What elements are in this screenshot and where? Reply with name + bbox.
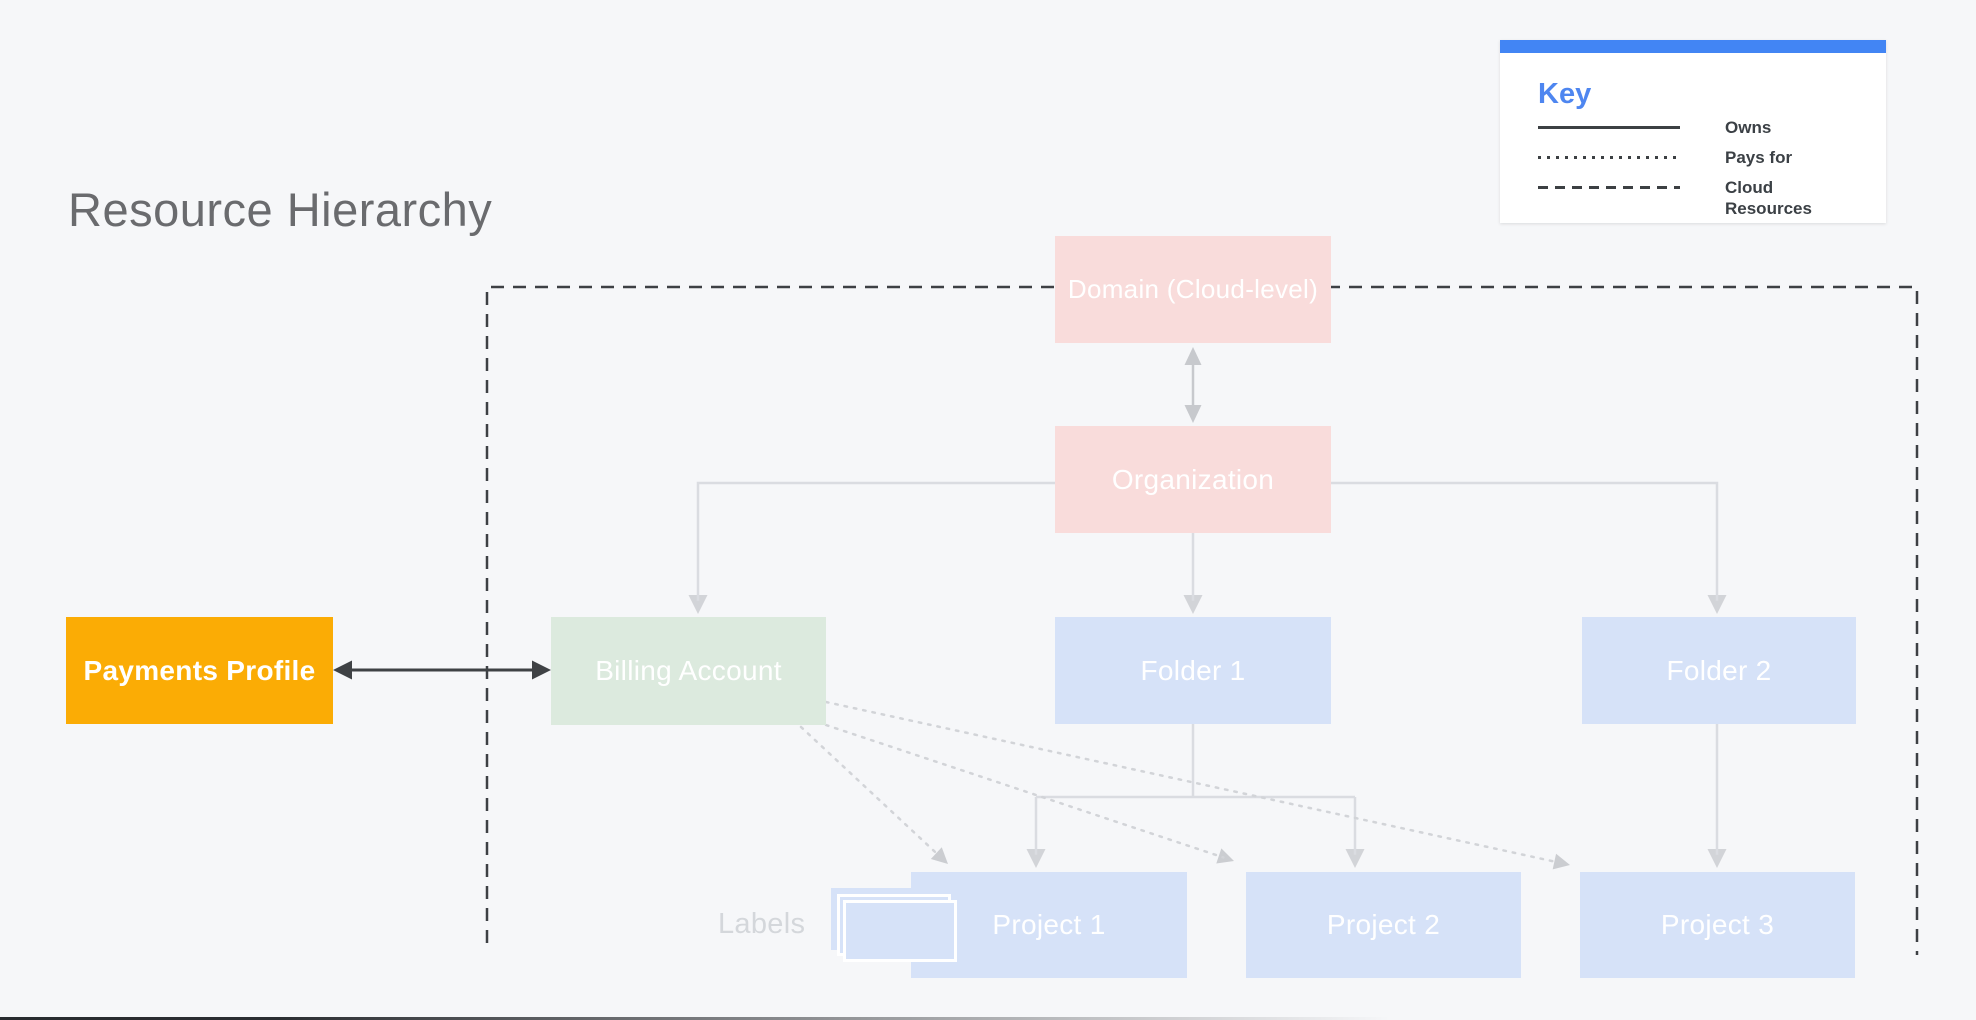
node-project-3: Project 3: [1580, 872, 1855, 978]
legend-title: Key: [1538, 78, 1592, 110]
labels-caption: Labels: [718, 908, 806, 940]
connector-pays-for-project3: [824, 700, 1561, 864]
node-payments-profile: Payments Profile: [66, 617, 333, 724]
legend-dotted-line-sample: [1538, 156, 1680, 159]
node-project-1: Project 1: [911, 872, 1187, 978]
legend-label: Cloud Resources: [1725, 178, 1812, 218]
labels-stack-icon: [831, 888, 961, 968]
connector-pays-for-project1: [799, 725, 942, 858]
connector-pays-for-project2: [824, 723, 1225, 859]
connector-owns-organization-billing: [696, 481, 1055, 601]
legend-label: Owns: [1725, 118, 1772, 137]
connector-owns-organization-folder2: [1331, 481, 1719, 601]
legend-label: Pays for: [1725, 148, 1793, 167]
page-title: Resource Hierarchy: [68, 183, 493, 236]
screen-edge-artifact: [0, 1017, 1390, 1020]
legend-dashed-line-sample: [1538, 186, 1680, 189]
legend-solid-line-sample: [1538, 126, 1680, 129]
node-project-2: Project 2: [1246, 872, 1521, 978]
legend-item-dotted: Pays for: [1538, 147, 1886, 168]
labels-card-front: [843, 900, 957, 962]
node-domain: Domain (Cloud-level): [1055, 236, 1331, 343]
legend-item-dashed: Cloud Resources: [1538, 177, 1886, 219]
node-folder-1: Folder 1: [1055, 617, 1331, 724]
legend-accent-bar: [1500, 40, 1886, 53]
node-billing-account: Billing Account: [551, 617, 826, 725]
legend-item-solid: Owns: [1538, 117, 1886, 138]
node-folder-2: Folder 2: [1582, 617, 1856, 724]
node-organization: Organization: [1055, 426, 1331, 533]
